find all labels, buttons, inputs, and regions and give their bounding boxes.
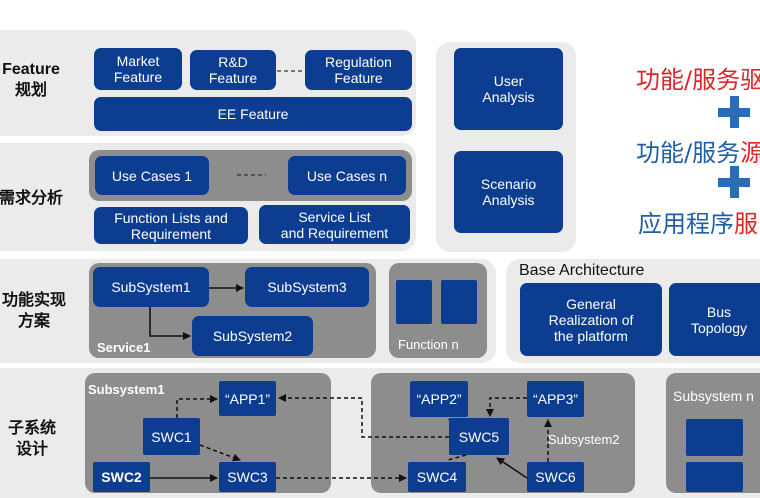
app3-box: “APP3” <box>527 381 584 417</box>
general-realization-box: General Realization of the platform <box>520 283 662 356</box>
swc1-box: SWC1 <box>143 418 200 455</box>
row-label-feature: Feature 规划 <box>2 61 60 99</box>
function-block <box>441 280 477 324</box>
ee-feature-box: EE Feature <box>94 97 412 131</box>
arrow-connector <box>447 454 467 461</box>
subsystem-n-block <box>686 419 743 456</box>
subsystem-n-label: Subsystem n <box>673 388 754 404</box>
arrow-connector <box>496 457 528 479</box>
row-label-subsystem: 子系统 设计 <box>7 420 56 458</box>
right-text-line1: 功能/服务驱 <box>636 66 760 94</box>
function-block <box>396 280 432 324</box>
service-list-box: Service List and Requirement <box>259 205 410 244</box>
app2-box: “APP2” <box>410 381 468 417</box>
use-cases-1-box: Use Cases 1 <box>95 156 209 195</box>
function-n-label: Function n <box>398 337 459 352</box>
regulation-feature-box: Regulation Feature <box>305 50 412 90</box>
right-text-line2: 功能/服务源 <box>636 139 760 167</box>
market-feature-box: Market Feature <box>94 48 182 90</box>
rnd-feature-box: R&D Feature <box>190 50 276 90</box>
dashed-arrow <box>278 394 449 438</box>
dashed-arrow <box>199 444 241 462</box>
connector-lines <box>149 70 552 482</box>
right-text-line3: 应用程序服 <box>638 210 758 238</box>
plus-icon <box>718 166 750 198</box>
use-cases-n-box: Use Cases n <box>288 156 406 195</box>
arrow-connector <box>149 307 191 340</box>
dashed-arrow <box>176 395 218 418</box>
scenario-analysis-box: Scenario Analysis <box>454 151 563 233</box>
base-architecture-title: Base Architecture <box>519 262 645 279</box>
subsystem3-box: SubSystem3 <box>245 267 369 307</box>
subsystem2-box: SubSystem2 <box>192 316 313 356</box>
user-analysis-box: User Analysis <box>454 48 563 130</box>
plus-icon <box>718 96 750 128</box>
app1-box: “APP1” <box>219 381 276 416</box>
function-lists-box: Function Lists and Requirement <box>94 207 248 244</box>
bus-topology-box: Bus Topology <box>669 283 760 356</box>
dashed-arrow <box>486 397 527 417</box>
service1-label: Service1 <box>97 340 151 355</box>
subsystem2-label: Subsystem2 <box>548 432 620 447</box>
swc5-box: SWC5 <box>449 418 509 455</box>
subsystem1-box: SubSystem1 <box>93 267 209 307</box>
subsystem1-label: Subsystem1 <box>88 382 165 397</box>
row-label-requirements: 需求分析 <box>0 189 63 207</box>
row-label-implementation: 功能实现 方案 <box>1 292 66 330</box>
